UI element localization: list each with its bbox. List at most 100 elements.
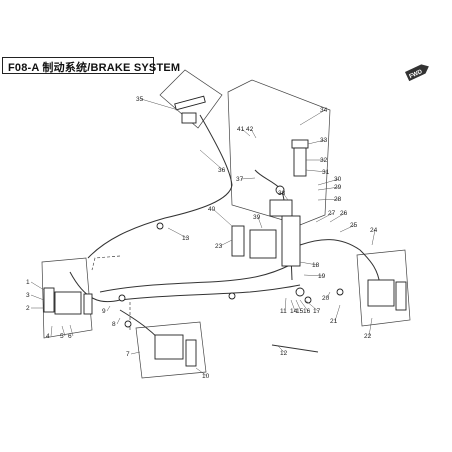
leader-line [240,177,256,180]
brake-lever [174,95,206,111]
left-brake-pad-2 [83,293,93,315]
callout-label: 1 [26,279,30,286]
left-brake-pad-1 [43,287,55,313]
callout-label: 40 [208,206,216,213]
guide-line-1 [91,255,121,271]
components [43,95,407,367]
leader-line [317,178,340,186]
right-brake-pad [395,281,407,311]
hose-to-right [299,239,381,286]
callout-label: 5 [60,333,64,340]
callout-label: 22 [364,333,372,340]
leader-line [30,281,45,291]
left-caliper [54,291,82,315]
callout-label: 34 [320,107,328,114]
callout-label: 25 [350,222,358,229]
pedal-pivot [295,287,305,297]
title-box: F08-A 制动系统/BRAKE SYSTEM [2,57,180,74]
callout-label: 24 [370,227,378,234]
leader-line [61,325,66,337]
leader-line [307,139,326,145]
leader-line [199,149,224,171]
callout-label: 6 [68,333,72,340]
leader-line [140,98,179,111]
rear-caliper [154,334,184,360]
leader-line [277,345,286,354]
leader-line [304,299,319,312]
callout-label: 8 [112,321,116,328]
fwd-arrow-icon: FWD [405,64,429,82]
callout-label: 13 [182,235,190,242]
callout-label: 17 [313,308,321,315]
leader-line [290,299,296,312]
callout-label: 21 [330,318,338,325]
callout-label: 37 [236,176,244,183]
callout-label: 36 [218,167,226,174]
callout-label: 32 [320,157,328,164]
leader-line [250,128,257,139]
leader-line [212,208,233,227]
right-wheel-panel-outline [356,249,411,327]
fitting-f [228,292,236,300]
callout-label: 27 [328,210,336,217]
leader-line [303,274,324,277]
callout-label: 31 [322,169,330,176]
callout-label: 26 [340,210,348,217]
center-brake-pad [231,225,245,257]
callout-label: 42 [246,126,254,133]
callout-label: 23 [215,243,223,250]
callout-label: 2 [26,305,30,312]
leader-line [116,317,121,325]
callout-label: 35 [136,96,144,103]
callout-label: 33 [320,137,328,144]
callout-label: 11 [280,308,287,315]
callout-label: 4 [46,333,50,340]
leader-line [329,212,346,223]
leader-line [315,212,334,223]
leader-line [317,198,340,201]
callout-label: 15 [296,308,304,315]
leader-line [371,229,376,246]
fitting-d [336,288,344,296]
callout-label: 20 [322,295,330,302]
callout-label: 28 [334,196,342,203]
leader-line [305,169,328,173]
callout-label: 41 [237,126,245,133]
leader-line [195,367,208,377]
leader-line [299,261,318,266]
reservoir [293,147,307,177]
callout-label: 18 [312,262,320,269]
hose-rear-upper [99,264,291,293]
brake-lines [69,114,381,353]
leader-line [317,186,340,191]
leader-line [339,224,356,233]
reservoir-cap [291,139,309,149]
leader-line [69,324,74,337]
callout-label: 39 [253,214,261,221]
master-cylinder-body [281,215,301,267]
callout-label: 9 [102,308,106,315]
callout-label: 16 [303,308,311,315]
left-wheel-panel-outline [41,257,93,339]
leader-line [219,239,233,247]
leader-line [130,351,141,355]
callout-label: 19 [318,273,326,280]
hose-main [87,114,233,259]
rear-wheel-panel-outline [135,321,207,379]
callout-label: 30 [334,176,342,183]
rod-12 [271,344,319,353]
rear-brake-pad [185,339,197,367]
callout-label: 12 [280,350,288,357]
reservoir-clamp [275,185,285,195]
leader-line [30,294,45,301]
leader-line [282,192,289,201]
callout-label: 29 [334,184,342,191]
fitting-c [124,320,132,328]
callout-label: 10 [202,373,210,380]
right-caliper [367,279,395,307]
leader-line [368,317,373,337]
leader-line [257,216,263,229]
leader-line [284,297,287,312]
